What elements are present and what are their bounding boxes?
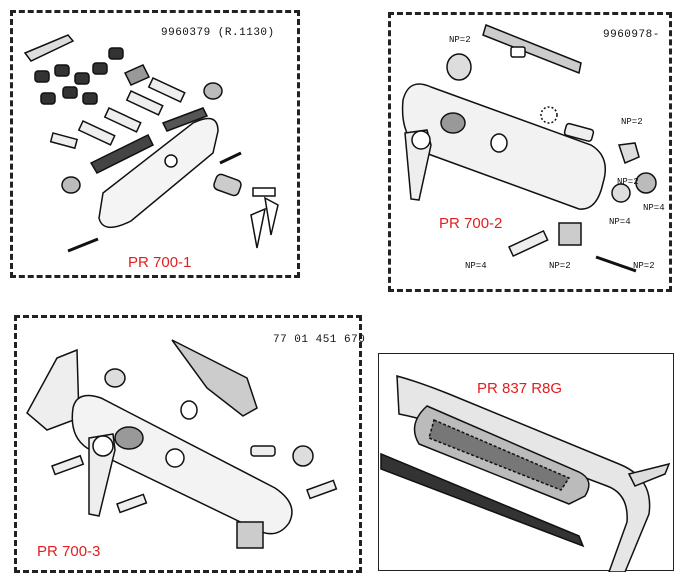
part-number: 9960978- <box>603 29 660 41</box>
panel-label: PR 700-3 <box>37 543 101 560</box>
panel-pr-700-2: 9960978- NP=2 NP=2 NP=2 NP=4 NP=4 NP=4 N… <box>388 12 672 292</box>
panel-pr-700-3: 77 01 451 670 PR 700-3 <box>14 315 366 573</box>
pr-700-1-exploded-diagram <box>23 34 279 253</box>
part-number: 77 01 451 670 <box>273 334 366 346</box>
panel-pr-700-1: 9960379 (R.1130) PR 700-1 <box>10 10 300 278</box>
pr-837-r8g-handle-illustration <box>380 375 671 572</box>
panel-label: PR 837 R8G <box>477 380 563 397</box>
part-number: 9960379 (R.1130) <box>161 27 275 39</box>
panel-label: PR 700-1 <box>128 254 192 271</box>
np-label: NP=2 <box>633 261 655 271</box>
np-label: NP=2 <box>549 261 571 271</box>
np-label: NP=4 <box>609 217 631 227</box>
np-label: NP=4 <box>643 203 665 213</box>
np-label: NP=2 <box>449 35 471 45</box>
np-label: NP=2 <box>621 117 643 127</box>
pr-700-2-exploded-diagram <box>401 23 657 273</box>
panel-pr-837-r8g: PR 837 R8G <box>378 353 674 572</box>
np-label: NP=2 <box>617 177 639 187</box>
panel-label: PR 700-2 <box>439 215 503 232</box>
pr-700-3-exploded-diagram <box>26 339 338 549</box>
np-label: NP=4 <box>465 261 487 271</box>
